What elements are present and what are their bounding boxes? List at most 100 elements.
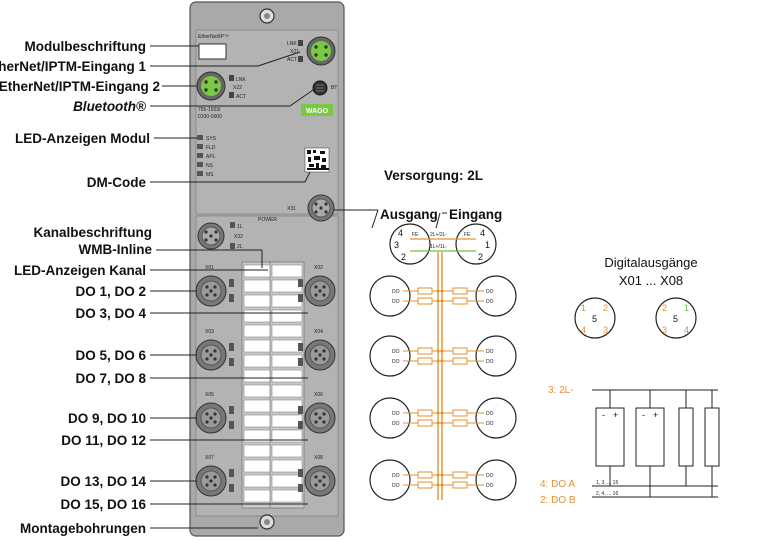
channel-port-x02: X02 (298, 265, 336, 307)
channel-label: X02 (314, 265, 323, 271)
x22-act-label: ACT (236, 94, 246, 100)
eingang-label: Eingang (449, 207, 502, 222)
marker-cell (271, 429, 303, 443)
do-pin-label: DO (486, 349, 494, 355)
svg-text:4: 4 (684, 325, 689, 335)
svg-text:2: 2 (603, 303, 608, 313)
wago-logo (301, 104, 333, 116)
supply-title: Versorgung: 2L (384, 168, 483, 183)
do-pin-label: DO (392, 473, 400, 479)
digital-title: Digitalausgänge (604, 255, 697, 270)
svg-text:+: + (613, 410, 618, 420)
marker-cell (271, 354, 303, 368)
led-fld-label: FLD (206, 145, 216, 151)
marker-cell (271, 264, 303, 278)
svg-text:FE: FE (412, 232, 419, 238)
svg-text:2: 2 (401, 252, 406, 262)
marker-cell (243, 369, 275, 383)
svg-text:2: 2 (662, 303, 667, 313)
x21-act-label: ACT (287, 57, 297, 63)
digital-output-pinout: Digitalausgänge X01 ... X08 1 2 5 4 3 2 … (540, 255, 720, 506)
module-housing: EtherNet/IP™ LNK X21 ACT LNK X22 ACT BT … (189, 1, 345, 537)
do-pin-label: DO (392, 299, 400, 305)
channel-marker-strips (241, 261, 305, 509)
part-number-1: 765-1503/ (198, 107, 221, 113)
marker-cell (243, 444, 275, 458)
svg-text:4: 4 (480, 228, 485, 238)
brand-label: EtherNet/IP™ (198, 34, 229, 40)
label-do-15-16: DO 15, DO 16 (60, 497, 146, 512)
svg-text:4: 4 (398, 228, 403, 238)
x22-label: X22 (233, 85, 242, 91)
pinout-female (655, 297, 697, 339)
dob-index: 2, 4, ... 16 (596, 491, 618, 497)
channel-port-x06: X06 (298, 392, 336, 434)
ausgang-label: Ausgang (380, 207, 438, 222)
led-ns-label: NS (206, 163, 214, 169)
label-dm-code: DM-Code (87, 175, 147, 190)
marker-cell (243, 279, 275, 293)
module-marker-field (198, 43, 227, 60)
do-pin-label: DO (486, 289, 494, 295)
do-pin-label: DO (392, 359, 400, 365)
pinout-male (574, 297, 616, 339)
marker-cell (271, 369, 303, 383)
do-pin-label: DO (486, 473, 494, 479)
led-apl-label: APL (206, 154, 216, 160)
do-pin-label: DO (486, 483, 494, 489)
svg-text:WAGO: WAGO (306, 108, 329, 115)
do-pin-label: DO (486, 421, 494, 427)
do-pin-label: DO (392, 289, 400, 295)
do-pin-label: DO (392, 411, 400, 417)
label-do-7-8: DO 7, DO 8 (75, 371, 146, 386)
do-pin-label: DO (486, 411, 494, 417)
label-kanalbeschriftung: Kanalbeschriftung (33, 225, 152, 240)
svg-text:3: 3 (603, 325, 608, 335)
marker-cell (243, 354, 275, 368)
supply-in-connector (455, 223, 497, 265)
svg-text:FE: FE (464, 232, 471, 238)
do-pin-label: DO (486, 359, 494, 365)
supply-2l-label: 2L+/2L- (430, 232, 447, 238)
marker-cell (243, 339, 275, 353)
marker-cell (271, 399, 303, 413)
marker-cell (243, 489, 275, 503)
label-montagebohrungen: Montagebohrungen (20, 521, 146, 536)
svg-text:+: + (653, 410, 658, 420)
label-eingang-2: EtherNet/IPTM-Eingang 2 (0, 79, 160, 94)
supply-1l-label: 1L+/1L- (430, 244, 447, 250)
x32-label: X32 (234, 234, 243, 240)
svg-text:4: 4 (581, 325, 586, 335)
left-label-texts: Modulbeschriftung EtherNet/IPTM-Eingang … (0, 39, 160, 536)
svg-text:-: - (642, 410, 645, 420)
label-led-modul: LED-Anzeigen Modul (15, 131, 150, 146)
dob-label: 2: DO B (540, 495, 576, 506)
do-pin-label: DO (486, 299, 494, 305)
label-do-1-2: DO 1, DO 2 (75, 284, 146, 299)
svg-text:1: 1 (581, 303, 586, 313)
svg-text:3: 3 (662, 325, 667, 335)
label-wmb-inline: WMB-Inline (79, 242, 153, 257)
marker-cell (271, 444, 303, 458)
l1-label: 1L (237, 224, 243, 230)
channel-label: X07 (205, 455, 214, 461)
channel-label: X06 (314, 392, 323, 398)
channel-port-x08: X08 (298, 455, 336, 497)
marker-cell (243, 459, 275, 473)
x21-label: X21 (290, 49, 299, 55)
marker-cell (271, 474, 303, 488)
channel-port-x07: X07 (195, 455, 234, 497)
channel-label: X08 (314, 455, 323, 461)
channel-port-x01: X01 (195, 265, 234, 307)
marker-cell (243, 384, 275, 398)
l2-label: 2L (237, 244, 243, 250)
marker-cell (271, 459, 303, 473)
marker-cell (271, 414, 303, 428)
module-led-group: SYS FLD APL NS MS (197, 135, 217, 178)
svg-text:3: 3 (394, 240, 399, 250)
svg-text:5: 5 (673, 314, 678, 324)
